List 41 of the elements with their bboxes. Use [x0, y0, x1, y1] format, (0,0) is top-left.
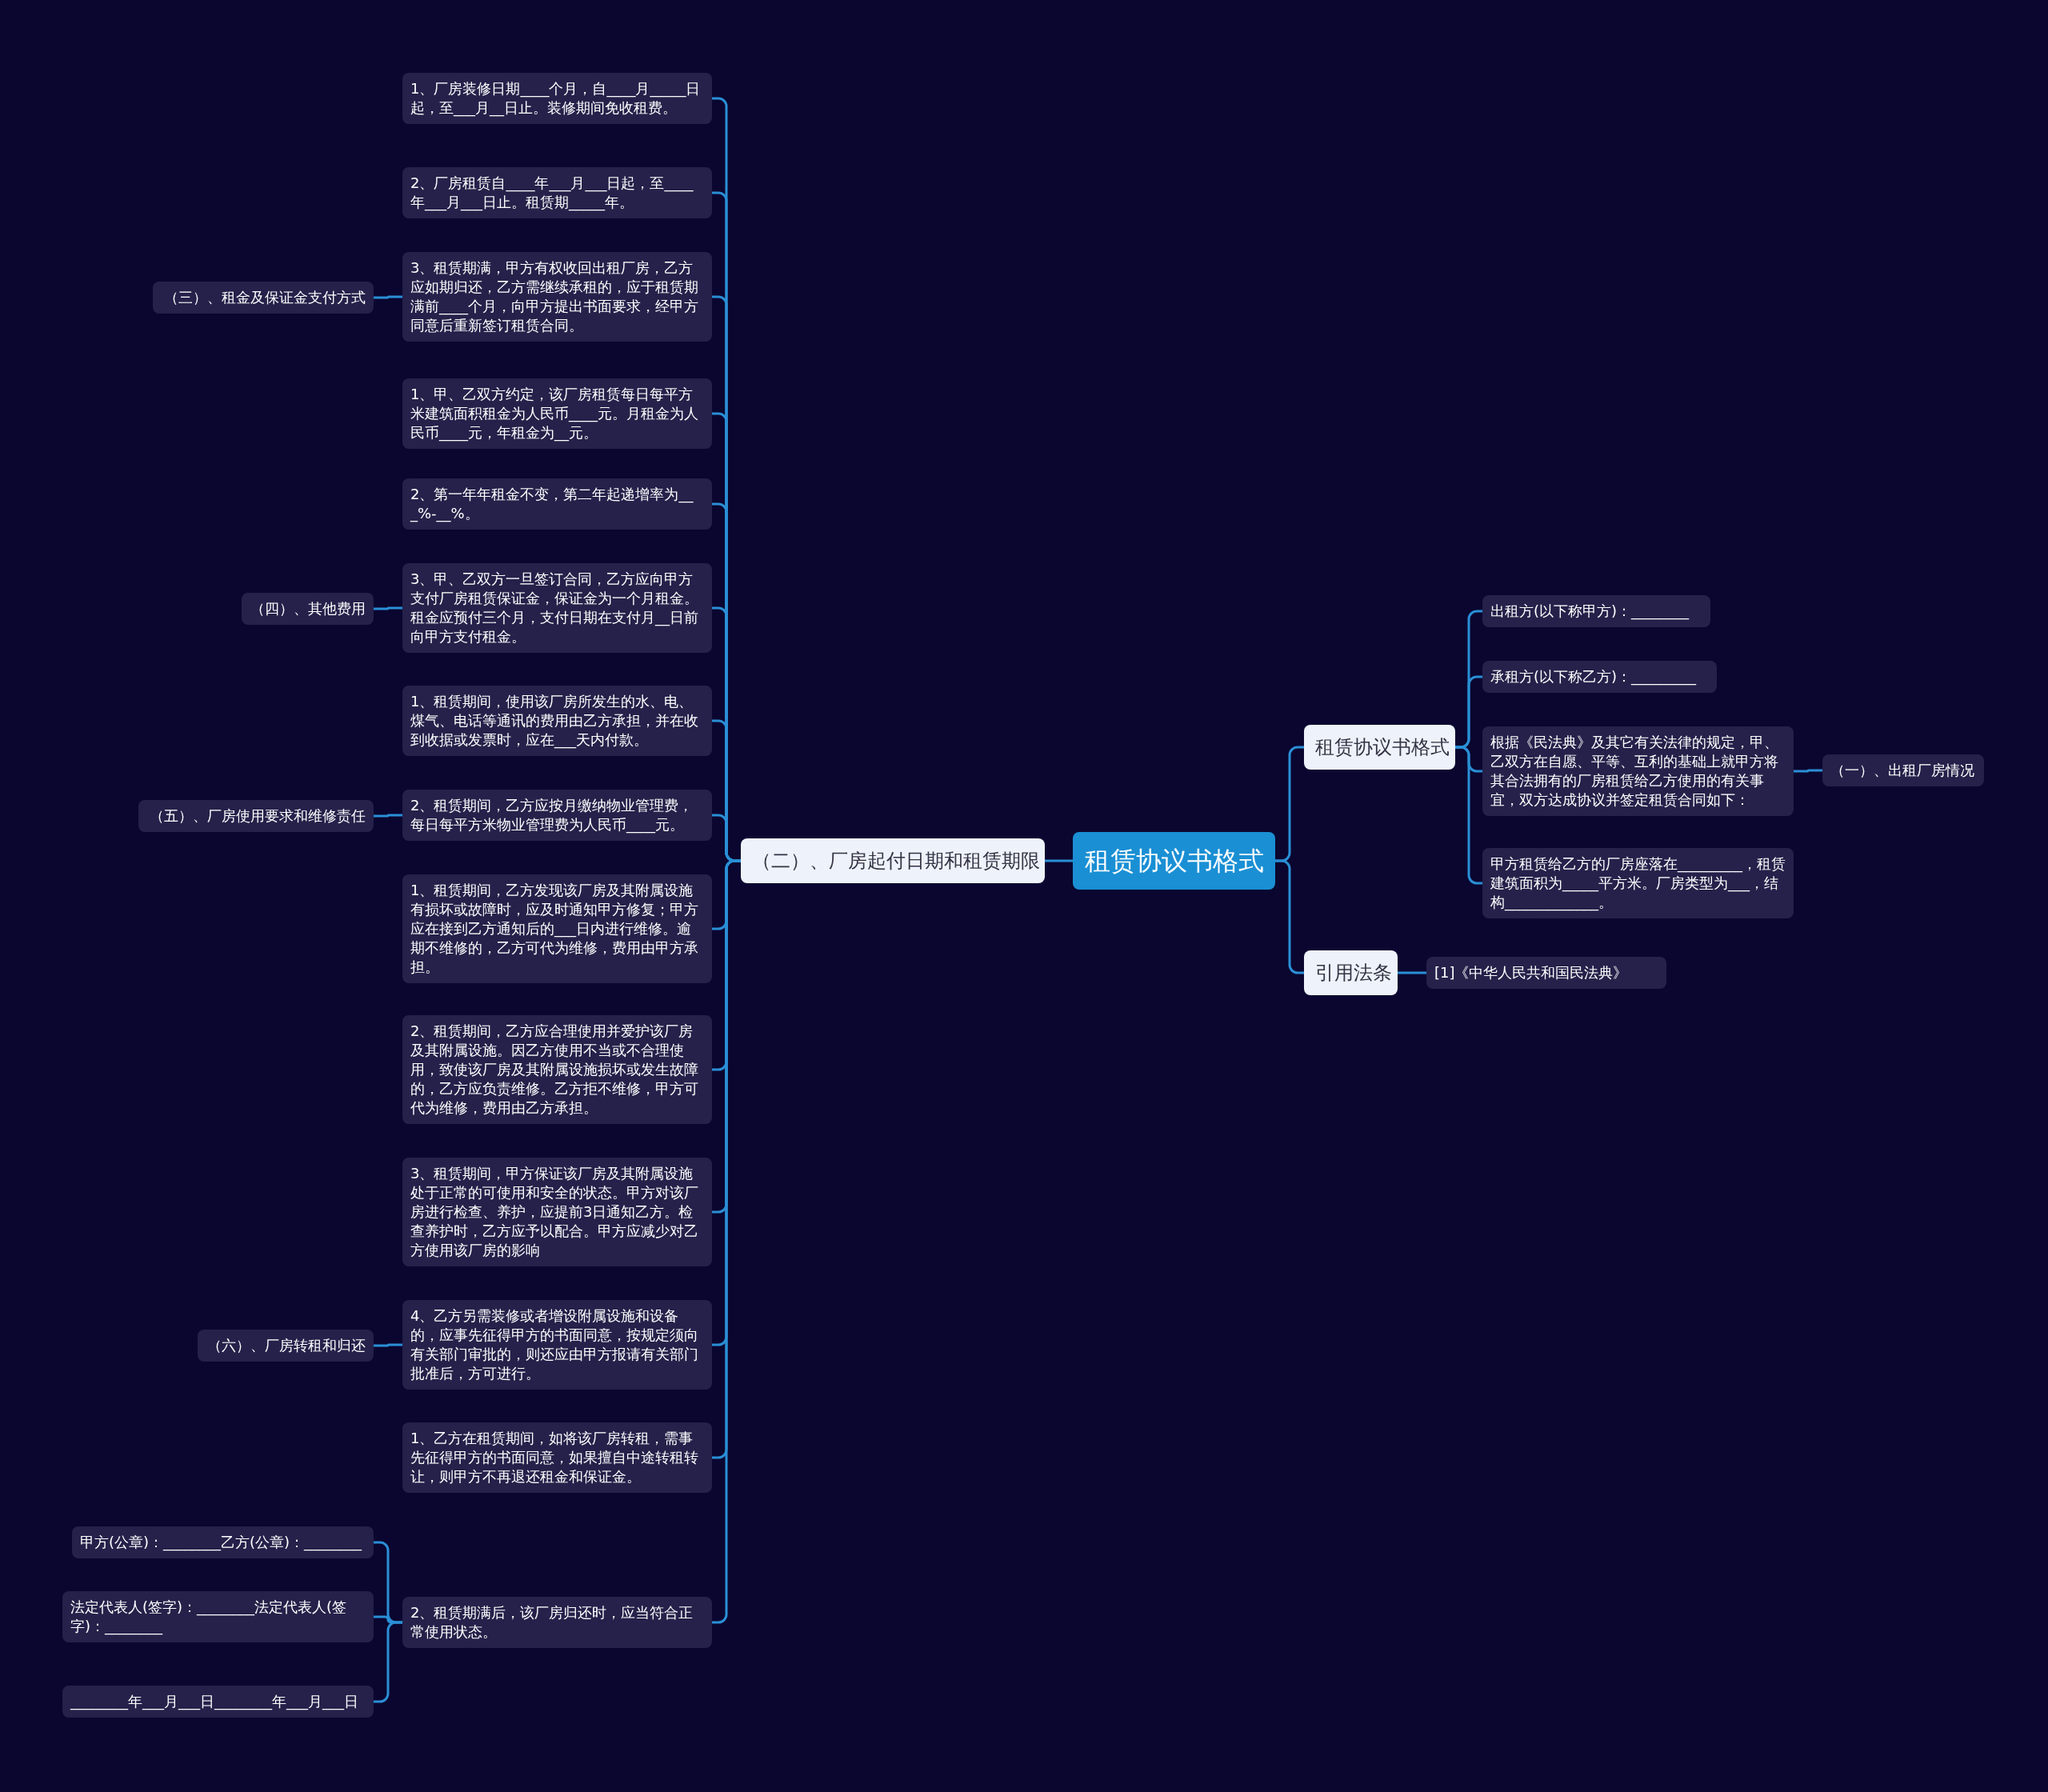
subtopic-box: ________年___月___日________年___月___日	[62, 1686, 374, 1718]
connector-line	[374, 606, 402, 610]
subtopic-box: 3、租赁期满，甲方有权收回出租厂房，乙方应如期归还，乙方需继续承租的，应于租赁期满前____个月，向甲方提出书面要求，经甲方同意后重新签订租赁合同。	[402, 252, 712, 342]
subtopic-box: 1、租赁期间，使用该厂房所发生的水、电、煤气、电话等通讯的费用由乙方承担，并在收到收据或发票时，应在___天内付款。	[402, 686, 712, 756]
subtopic-box: 4、乙方另需装修或者增设附属设施和设备的，应事先征得甲方的书面同意，按规定须向有关部门审批的，则还应由甲方报请有关部门批准后，方可进行。	[402, 1300, 712, 1390]
subtopic-box: 1、厂房装修日期____个月，自____月_____日起，至___月__日止。装修期间免收租费。	[402, 73, 712, 124]
subtopic-box: 2、厂房租赁自____年___月___日起，至____年___月___日止。租赁期_____年。	[402, 167, 712, 218]
topic-box: 引用法条	[1304, 950, 1398, 995]
subtopic-box: 甲方(公章)：________乙方(公章)：________	[72, 1526, 374, 1558]
subtopic-box: 出租方(以下称甲方)：________	[1482, 595, 1710, 627]
subtopic-box: [1]《中华人民共和国民法典》	[1426, 957, 1666, 989]
subtopic-box: 2、租赁期间，乙方应合理使用并爱护该厂房及其附属设施。因乙方使用不当或不合理使用，致使该厂房及其附属设施损坏或发生故障的，乙方应负责维修。乙方拒不维修，甲方可代为维修，费用由乙方承担。	[402, 1015, 712, 1124]
subtopic-box: 3、租赁期间，甲方保证该厂房及其附属设施处于正常的可使用和安全的状态。甲方对该厂房进行检查、养护，应提前3日通知乙方。检查养护时，乙方应予以配合。甲方应减少对乙方使用该厂房的影响	[402, 1158, 712, 1266]
connector-line	[374, 1343, 402, 1347]
subtopic-box: 1、乙方在租赁期间，如将该厂房转租，需事先征得甲方的书面同意，如果擅自中途转租转让，则甲方不再退还租金和保证金。	[402, 1422, 712, 1493]
subtopic-box: 3、甲、乙双方一旦签订合同，乙方应向甲方支付厂房租赁保证金，保证金为一个月租金。租金应预付三个月，支付日期在支付月__日前向甲方支付租金。	[402, 563, 712, 653]
topic-box: （二）、厂房起付日期和租赁期限	[741, 838, 1045, 883]
connector-line	[1045, 859, 1073, 862]
connector-line	[1455, 746, 1482, 885]
subtopic-box: 甲方租赁给乙方的厂房座落在_________，租赁建筑面积为_____平方米。厂房类型为___，结构_____________。	[1482, 848, 1794, 918]
subtopic-box: 法定代表人(签字)：________法定代表人(签字)：________	[62, 1591, 374, 1642]
central-topic: 租赁协议书格式	[1073, 832, 1275, 890]
subtopic-box: 根据《民法典》及其它有关法律的规定，甲、乙双方在自愿、平等、互利的基础上就甲方将其合法拥有的厂房租赁给乙方使用的有关事宜，双方达成协议并签定租赁合同如下：	[1482, 726, 1794, 816]
subtopic-box: 2、第一年年租金不变，第二年起递增率为___%-__%。	[402, 478, 712, 530]
topic-box: 租赁协议书格式	[1304, 725, 1455, 770]
connector-line	[374, 814, 402, 818]
subtopic-box: （五）、厂房使用要求和维修责任	[138, 800, 374, 832]
connector-line	[374, 295, 402, 299]
subtopic-box: 1、租赁期间，乙方发现该厂房及其附属设施有损坏或故障时，应及时通知甲方修复；甲方应在接到乙方通知后的___日内进行维修。逾期不维修的，乙方可代为维修，费用由甲方承担。	[402, 874, 712, 983]
subtopic-box: 1、甲、乙双方约定，该厂房租赁每日每平方米建筑面积租金为人民币____元。月租金为人民币____元，年租金为__元。	[402, 378, 712, 449]
subtopic-box: 2、租赁期满后，该厂房归还时，应当符合正常使用状态。	[402, 1597, 712, 1648]
subtopic-box: （一）、出租厂房情况	[1822, 754, 1984, 786]
connector-line	[1794, 769, 1822, 773]
connector-line	[374, 1621, 402, 1703]
connector-line	[1275, 859, 1304, 974]
subtopic-box: 承租方(以下称乙方)：_________	[1482, 661, 1717, 693]
subtopic-box: 2、租赁期间，乙方应按月缴纳物业管理费，每日每平方米物业管理费为人民币____元。	[402, 790, 712, 841]
subtopic-box: （六）、厂房转租和归还	[198, 1330, 374, 1362]
subtopic-box: （三）、租金及保证金支付方式	[153, 282, 374, 314]
connector-line	[1398, 971, 1426, 974]
subtopic-box: （四）、其他费用	[242, 593, 374, 625]
